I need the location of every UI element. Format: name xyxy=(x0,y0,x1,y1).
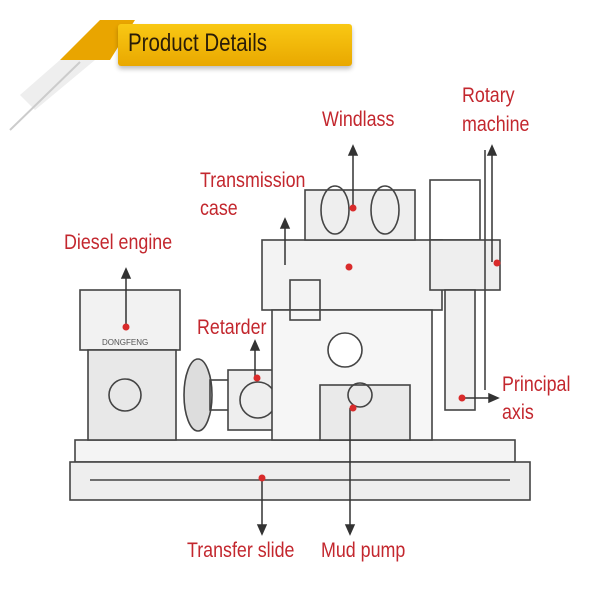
label-transfer-slide: Transfer slide xyxy=(187,539,295,562)
label-principal-axis-line2: axis xyxy=(502,401,534,424)
callout-dots xyxy=(122,204,501,482)
label-rotary-machine-line1: Rotary xyxy=(462,84,515,107)
engine-brand-plate: DONGFENG xyxy=(102,338,149,347)
label-rotary-machine-line2: machine xyxy=(462,113,530,136)
page-title: Product Details xyxy=(128,29,268,57)
title-banner xyxy=(118,24,352,66)
label-diesel-engine: Diesel engine xyxy=(64,231,173,254)
label-transmission-case-line2: case xyxy=(200,197,238,220)
banner-fold xyxy=(60,20,135,60)
label-transmission-case-line1: Transmission xyxy=(200,169,306,192)
label-mud-pump: Mud pump xyxy=(321,539,406,562)
label-retarder: Retarder xyxy=(197,316,267,339)
label-windlass: Windlass xyxy=(322,108,395,131)
callout-arrows xyxy=(120,144,500,536)
label-principal-axis-line1: Principal xyxy=(502,373,571,396)
machine-outline xyxy=(69,150,531,501)
